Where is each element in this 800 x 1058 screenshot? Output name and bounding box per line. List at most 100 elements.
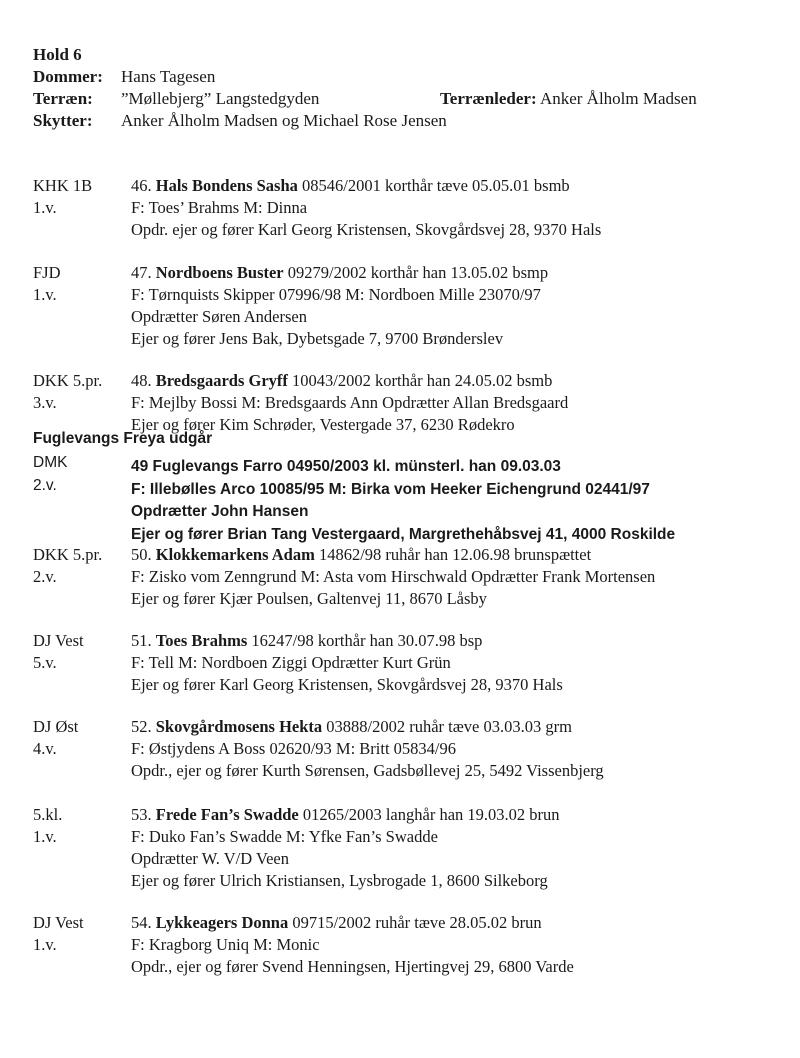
terraenleder: Terrænleder: Anker Ålholm Madsen — [440, 88, 697, 110]
entry-placement: 1.v. — [33, 935, 57, 954]
dog-details: 16247/98 korthår han 30.07.98 bsp — [251, 631, 483, 650]
dommer-label: Dommer: — [33, 67, 103, 86]
entry-body: 53. Frede Fan’s Swadde 01265/2003 langhå… — [131, 804, 560, 892]
entry-placement: 1.v. — [33, 827, 57, 846]
entry-meta: DJ Øst 4.v. — [33, 716, 78, 760]
entry-line-1: 51. Toes Brahms 16247/98 korthår han 30.… — [131, 630, 563, 652]
dog-name: Toes Brahms — [155, 631, 248, 650]
entry-body: 48. Bredsgaards Gryff 10043/2002 korthår… — [131, 370, 568, 436]
dog-details: 09279/2002 korthår han 13.05.02 bsmp — [287, 263, 549, 282]
entry-owner: Ejer og fører Ulrich Kristiansen, Lysbro… — [131, 871, 548, 890]
dommer-value: Hans Tagesen — [121, 67, 216, 86]
entry-meta: DKK 5.pr. 3.v. — [33, 370, 102, 414]
entry-placement: 2.v. — [33, 567, 57, 586]
withdrawal-notice: Fuglevangs Freya udgår — [33, 430, 213, 447]
entry-line-1: 50. Klokkemarkens Adam 14862/98 ruhår ha… — [131, 544, 655, 566]
dog-details: 01265/2003 langhår han 19.03.02 brun — [302, 805, 560, 824]
entry-meta: KHK 1B 1.v. — [33, 175, 92, 219]
entry-parents: F: Tørnquists Skipper 07996/98 M: Nordbo… — [131, 285, 541, 304]
entry-number: 47. — [131, 263, 152, 282]
hold-label: Hold 6 — [33, 45, 82, 64]
entry-parents: F: Mejlby Bossi M: Bredsgaards Ann Opdræ… — [131, 393, 569, 412]
entry-owner: Opdr., ejer og fører Svend Henningsen, H… — [131, 957, 574, 976]
entry-owner: Ejer og fører Kim Schrøder, Vestergade 3… — [131, 415, 515, 434]
entry-parents: F: Illebølles Arco 10085/95 M: Birka vom… — [131, 480, 650, 498]
entry-class: DJ Vest — [33, 913, 84, 932]
dog-details: 10043/2002 korthår han 24.05.02 bsmb — [292, 371, 553, 390]
entry-line-1: 53. Frede Fan’s Swadde 01265/2003 langhå… — [131, 804, 560, 826]
entry-body: 54. Lykkeagers Donna 09715/2002 ruhår tæ… — [131, 912, 574, 978]
entry-meta: DKK 5.pr. 2.v. — [33, 544, 102, 588]
entry-line-1: 49 Fuglevangs Farro 04950/2003 kl. münst… — [131, 458, 561, 475]
entry-line-1: 52. Skovgårdmosens Hekta 03888/2002 ruhå… — [131, 716, 604, 738]
entry-class: DKK 5.pr. — [33, 371, 103, 390]
entry-placement: 2.v. — [33, 476, 57, 494]
dog-name: Nordboens Buster — [155, 263, 284, 282]
entry-body: 50. Klokkemarkens Adam 14862/98 ruhår ha… — [131, 544, 655, 610]
entry-class: 5.kl. — [33, 805, 63, 824]
entry-meta: DMK 2.v. — [33, 452, 67, 497]
entry-body: 51. Toes Brahms 16247/98 korthår han 30.… — [131, 630, 563, 696]
entry-body: 47. Nordboens Buster 09279/2002 korthår … — [131, 262, 548, 350]
entry-number: 48. — [131, 371, 152, 390]
entry-placement: 4.v. — [33, 739, 57, 758]
skytter-label: Skytter: — [33, 111, 93, 130]
entry-class: DJ Øst — [33, 717, 79, 736]
entry-body: 46. Hals Bondens Sasha 08546/2001 korthå… — [131, 175, 601, 241]
entry-number: 51. — [131, 631, 152, 650]
entry-placement: 5.v. — [33, 653, 57, 672]
entry-number: 52. — [131, 717, 152, 736]
entry-parents: F: Toes’ Brahms M: Dinna — [131, 198, 308, 217]
entry-placement: 3.v. — [33, 393, 57, 412]
entry-parents: F: Zisko vom Zenngrund M: Asta vom Hirsc… — [131, 567, 656, 586]
entry-breeder: Opdrætter W. V/D Veen — [131, 849, 289, 868]
skytter-row: Skytter: Anker Ålholm Madsen og Michael R… — [33, 110, 447, 132]
entry-placement: 1.v. — [33, 198, 57, 217]
dog-details: 14862/98 ruhår han 12.06.98 brunspættet — [318, 545, 592, 564]
entry-number: 53. — [131, 805, 152, 824]
entry-parents: F: Duko Fan’s Swadde M: Yfke Fan’s Swadd… — [131, 827, 438, 846]
dog-name: Frede Fan’s Swadde — [155, 805, 299, 824]
entry-parents: F: Kragborg Uniq M: Monic — [131, 935, 320, 954]
dog-details: 03888/2002 ruhår tæve 03.03.03 grm — [326, 717, 572, 736]
dog-name: Skovgårdmosens Hekta — [155, 717, 323, 736]
entry-number: 46. — [131, 176, 152, 195]
terraen-label: Terræn: — [33, 89, 93, 108]
entry-parents: F: Tell M: Nordboen Ziggi Opdrætter Kurt… — [131, 653, 451, 672]
entry-breeder: Opdrætter John Hansen — [131, 503, 309, 520]
entry-owner: Ejer og fører Kjær Poulsen, Galtenvej 11… — [131, 589, 487, 608]
entry-meta: 5.kl. 1.v. — [33, 804, 62, 848]
entry-line-1: 46. Hals Bondens Sasha 08546/2001 korthå… — [131, 175, 601, 197]
dommer-row: Dommer: Hans Tagesen — [33, 66, 215, 88]
entry-placement: 1.v. — [33, 285, 57, 304]
hold-title: Hold 6 — [33, 44, 121, 66]
entry-class: DKK 5.pr. — [33, 545, 103, 564]
terraenleder-value: Anker Ålholm Madsen — [539, 89, 697, 108]
entry-class: DMK — [33, 454, 68, 471]
skytter-value: Anker Ålholm Madsen og Michael Rose Jens… — [121, 111, 447, 130]
entry-owner: Opdr. ejer og fører Karl Georg Kristense… — [131, 220, 602, 239]
entry-line-1: 54. Lykkeagers Donna 09715/2002 ruhår tæ… — [131, 912, 574, 934]
entry-number: 50. — [131, 545, 152, 564]
entry-number: 54. — [131, 913, 152, 932]
dog-details: 08546/2001 korthår tæve 05.05.01 bsmb — [302, 176, 570, 195]
dog-name: Klokkemarkens Adam — [155, 545, 315, 564]
entry-class: DJ Vest — [33, 631, 84, 650]
terraen-value: ”Møllebjerg” Langstedgyden — [121, 89, 320, 108]
entry-owner: Ejer og fører Brian Tang Vestergaard, Ma… — [131, 525, 676, 543]
entry-class: KHK 1B — [33, 176, 93, 195]
entry-meta: DJ Vest 1.v. — [33, 912, 84, 956]
entry-owner: Opdr., ejer og fører Kurth Sørensen, Gad… — [131, 761, 604, 780]
entry-parents: F: Østjydens A Boss 02620/93 M: Britt 05… — [131, 739, 457, 758]
entry-line-1: 47. Nordboens Buster 09279/2002 korthår … — [131, 262, 548, 284]
dog-name: Bredsgaards Gryff — [155, 371, 288, 390]
dog-name: Lykkeagers Donna — [155, 913, 289, 932]
entry-breeder: Opdrætter Søren Andersen — [131, 307, 307, 326]
entry-line-1: 48. Bredsgaards Gryff 10043/2002 korthår… — [131, 370, 568, 392]
entry-meta: FJD 1.v. — [33, 262, 61, 306]
terraen-row: Terræn: ”Møllebjerg” Langstedgyden Terræn… — [33, 88, 753, 110]
entry-owner: Ejer og fører Karl Georg Kristensen, Sko… — [131, 675, 563, 694]
entry-class: FJD — [33, 263, 61, 282]
entry-meta: DJ Vest 5.v. — [33, 630, 84, 674]
